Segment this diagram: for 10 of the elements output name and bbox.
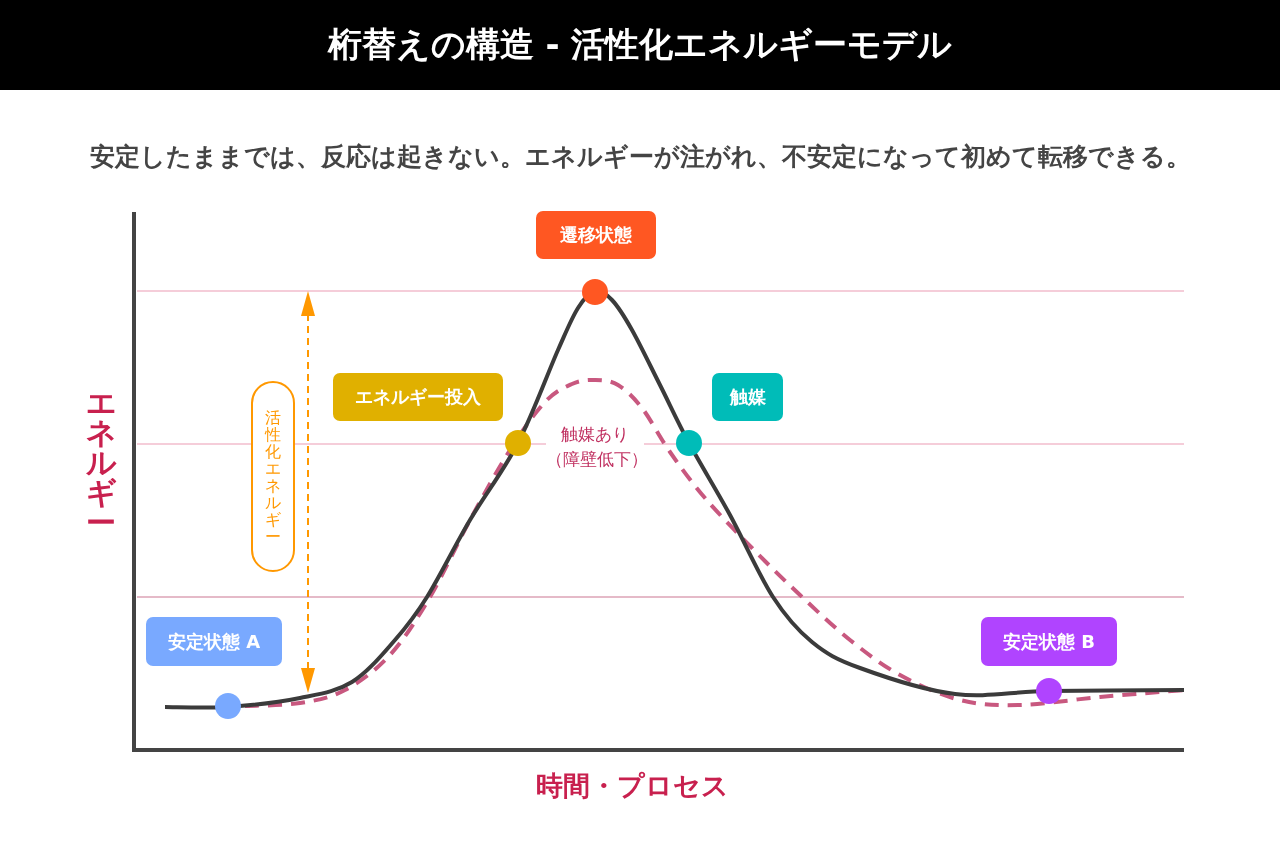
state-tag: 触媒 [712,373,783,421]
subtitle: 安定したままでは、反応は起きない。エネルギーが注がれ、不安定になって初めて転移できる。 [89,141,1191,173]
state-tag: 安定状態 B [981,617,1117,666]
vertical-label-pill: 活性化エネルギー [251,381,295,572]
state-tag: 安定状態 A [146,617,282,666]
state-tag: エネルギー投入 [333,373,503,421]
axis-label: エネルギー [86,388,116,538]
title: 桁替えの構造 - 活性化エネルギーモデル [327,23,953,66]
state-tag: 遷移状態 [536,211,656,259]
axis-label: 時間・プロセス [535,769,729,803]
